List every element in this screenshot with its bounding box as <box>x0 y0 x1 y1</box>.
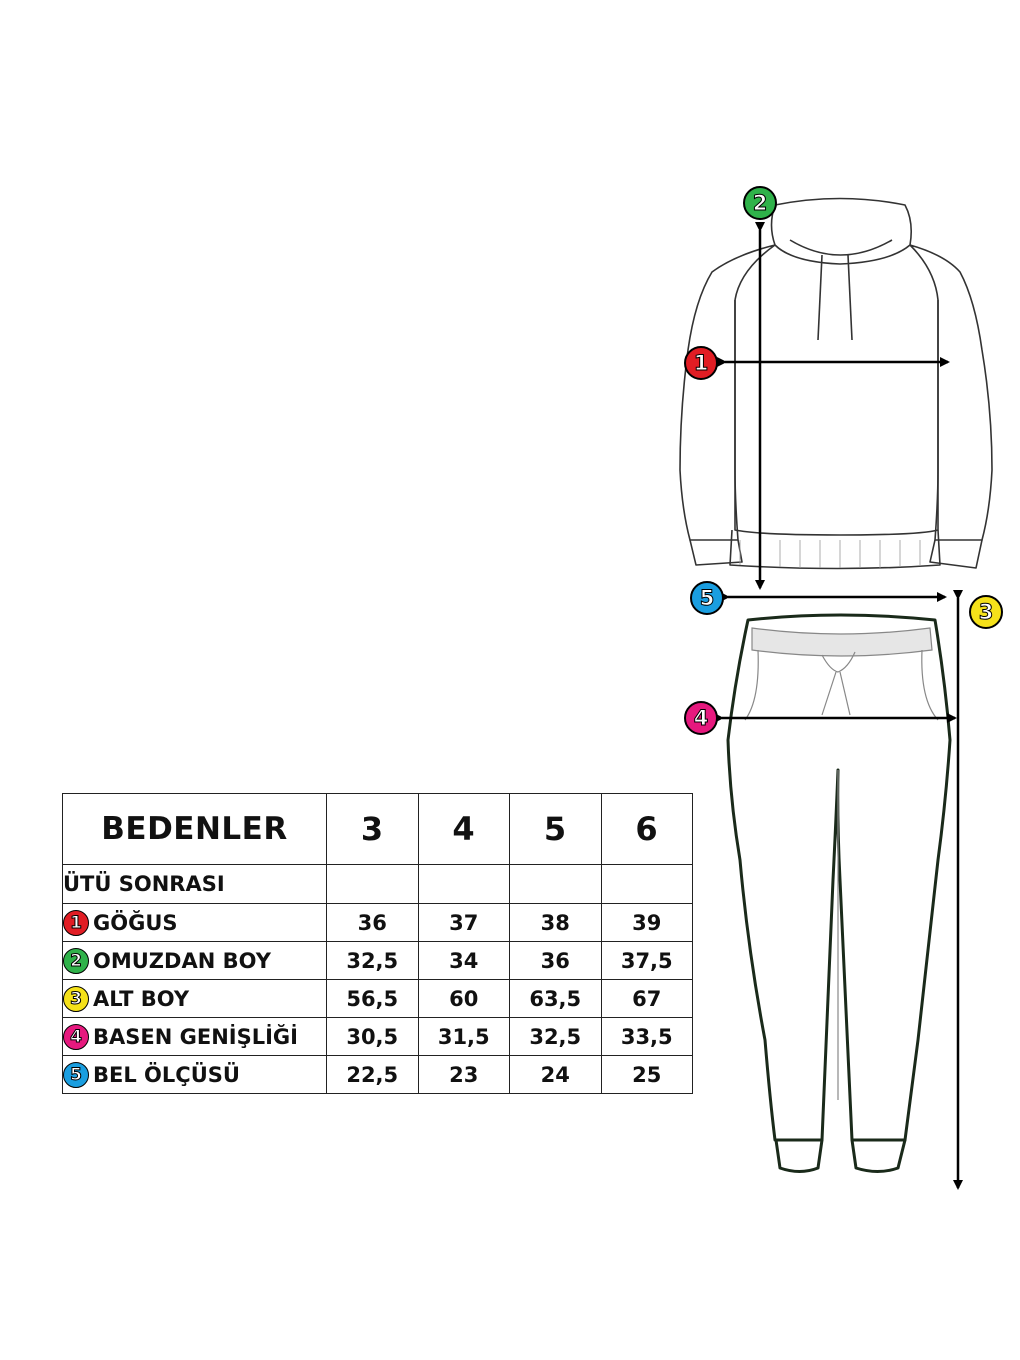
value-cell: 37 <box>417 903 510 942</box>
row-label: ALT BOY <box>93 986 190 1011</box>
measurement-badge-3: 3 <box>969 595 1003 629</box>
row-label: GÖĞUS <box>93 910 178 935</box>
value-cell: 36 <box>509 941 602 980</box>
size-header-row: BEDENLER 3 4 5 6 <box>62 793 693 865</box>
empty-cell <box>509 864 602 904</box>
value-cell: 33,5 <box>600 1017 693 1056</box>
row-label: BEL ÖLÇÜSÜ <box>93 1062 240 1087</box>
value-cell: 56,5 <box>326 979 419 1018</box>
measurement-badge-2: 2 <box>743 186 777 220</box>
measurement-arrows <box>714 222 963 1190</box>
garment-diagram <box>679 197 993 1190</box>
measurement-badge-4: 4 <box>684 701 718 735</box>
empty-cell <box>417 864 510 904</box>
value-cell: 25 <box>600 1055 693 1094</box>
after-ironing-label: ÜTÜ SONRASI <box>62 864 327 904</box>
size-header-5: 5 <box>509 793 602 865</box>
value-cell: 23 <box>417 1055 510 1094</box>
number-badge-4: 4 <box>63 1023 89 1050</box>
value-cell: 34 <box>417 941 510 980</box>
size-header-3: 3 <box>326 793 419 865</box>
value-cell: 60 <box>417 979 510 1018</box>
value-cell: 24 <box>509 1055 602 1094</box>
measurement-badge-5: 5 <box>690 581 724 615</box>
value-cell: 22,5 <box>326 1055 419 1094</box>
hoodie-outline <box>679 197 993 570</box>
pants-details <box>744 627 939 1100</box>
value-cell: 67 <box>600 979 693 1018</box>
row-label: OMUZDAN BOY <box>93 948 271 973</box>
value-cell: 31,5 <box>417 1017 510 1056</box>
value-cell: 32,5 <box>326 941 419 980</box>
size-header-6: 6 <box>600 793 693 865</box>
value-cell: 32,5 <box>509 1017 602 1056</box>
hoodie-ribbing <box>739 540 921 568</box>
value-cell: 63,5 <box>509 979 602 1018</box>
sizes-header-label: BEDENLER <box>62 793 327 865</box>
number-badge-2: 2 <box>63 947 89 974</box>
size-header-4: 4 <box>417 793 510 865</box>
number-badge-1: 1 <box>63 909 89 936</box>
pants-outline <box>726 613 952 1173</box>
number-badge-3: 3 <box>63 985 89 1012</box>
value-cell: 38 <box>509 903 602 942</box>
after-ironing-row: ÜTÜ SONRASI <box>62 864 693 904</box>
value-cell: 37,5 <box>600 941 693 980</box>
empty-cell <box>600 864 693 904</box>
value-cell: 30,5 <box>326 1017 419 1056</box>
empty-cell <box>326 864 419 904</box>
row-label: BASEN GENİŞLİĞİ <box>93 1024 298 1049</box>
measurement-badge-1: 1 <box>684 346 718 380</box>
number-badge-5: 5 <box>63 1061 89 1088</box>
value-cell: 36 <box>326 903 419 942</box>
